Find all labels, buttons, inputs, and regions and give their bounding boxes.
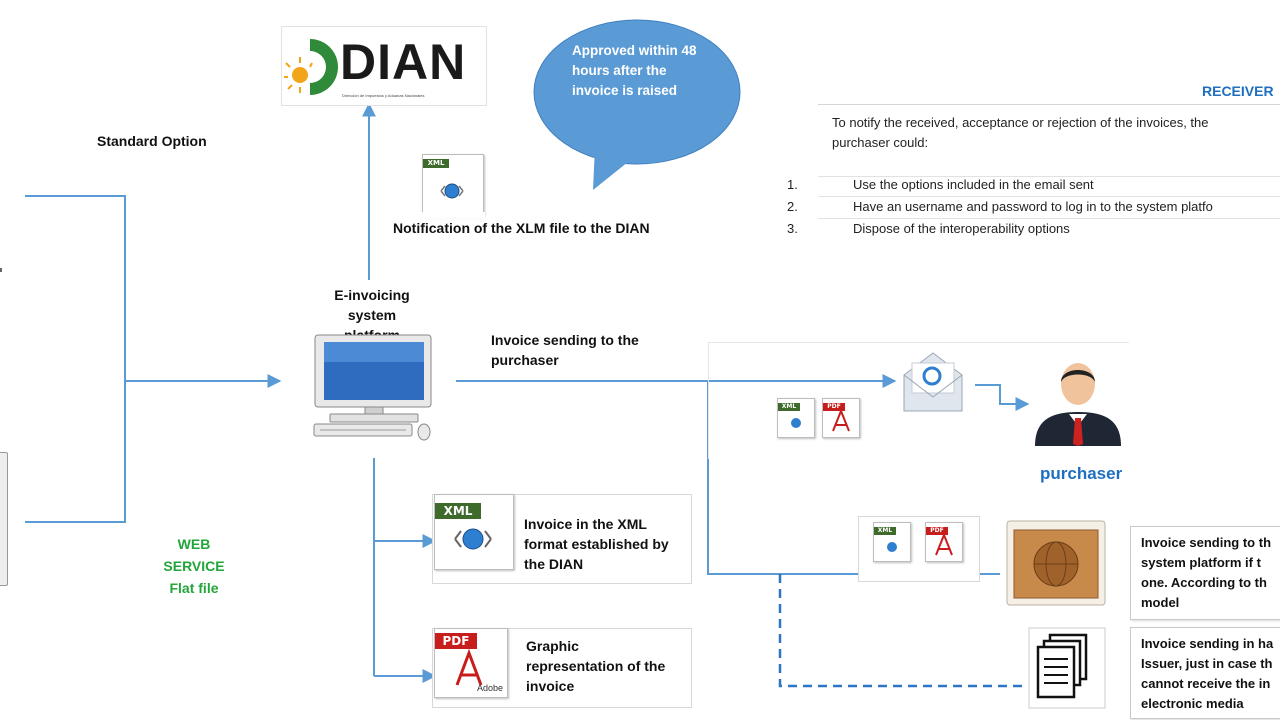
info-box-line: model bbox=[1141, 595, 1180, 610]
pdf-tag: PDF bbox=[926, 527, 948, 535]
purchaser-panel bbox=[708, 342, 1129, 459]
web-service-label: WEB SERVICE Flat file bbox=[146, 533, 242, 599]
option-text: Use the options included in the email se… bbox=[853, 177, 1094, 192]
info-box-line: Invoice sending to th bbox=[1141, 535, 1272, 550]
receiver-divider bbox=[818, 104, 1280, 105]
xml-doc-line: Invoice in the XML bbox=[524, 516, 647, 532]
xml-doc-line: format established by bbox=[524, 536, 669, 552]
web-service-text: WEB SERVICE bbox=[163, 536, 225, 574]
dian-logo: DIAN Dirección de Impuestos y Aduanas Na… bbox=[281, 26, 487, 106]
pdf-doc-line: Graphic bbox=[526, 638, 579, 654]
receiver-intro-line2: purchaser could: bbox=[832, 135, 929, 150]
pdf-file-icon: PDF bbox=[822, 398, 860, 438]
adobe-icon bbox=[832, 408, 850, 432]
dian-sun-icon bbox=[284, 39, 338, 95]
xml-file-icon: XML bbox=[422, 154, 484, 216]
adobe-icon bbox=[455, 648, 483, 686]
flat-file-text: Flat file bbox=[169, 580, 219, 596]
receiver-row-divider bbox=[818, 196, 1280, 197]
info-box-system-platform: Invoice sending to th system platform if… bbox=[1130, 526, 1280, 620]
xml-tag: XML bbox=[778, 403, 800, 411]
left-device-fragment-2 bbox=[0, 268, 2, 272]
bubble-text: Approved within 48 hours after the invoi… bbox=[572, 43, 697, 98]
xml-file-icon: XML bbox=[777, 398, 815, 438]
adobe-icon bbox=[935, 532, 953, 556]
receiver-intro-line1: To notify the received, acceptance or re… bbox=[832, 115, 1209, 130]
receiver-row-divider bbox=[818, 218, 1280, 219]
adobe-text: Adobe bbox=[476, 683, 503, 693]
xml-tag: XML bbox=[423, 159, 449, 168]
left-device-fragment bbox=[0, 452, 8, 586]
info-box-line: Invoice sending in ha bbox=[1141, 636, 1274, 651]
option-number: 1. bbox=[787, 177, 798, 192]
file-icon-mask bbox=[421, 212, 485, 218]
xml-file-icon-large: XML bbox=[434, 494, 514, 570]
xml-globe-icon bbox=[791, 418, 801, 428]
receiver-intro: To notify the received, acceptance or re… bbox=[832, 113, 1280, 153]
info-box-hard-copy: Invoice sending in ha Issuer, just in ca… bbox=[1130, 627, 1280, 719]
info-box-line: system platform if t bbox=[1141, 555, 1261, 570]
pdf-document-label: Graphic representation of the invoice bbox=[526, 636, 665, 696]
xml-globe-icon bbox=[454, 528, 492, 550]
web-browser-globe-icon bbox=[1006, 520, 1106, 606]
pdf-tag: PDF bbox=[435, 633, 477, 649]
email-icon bbox=[903, 352, 963, 412]
approval-speech-bubble bbox=[533, 19, 741, 190]
receiver-row-divider bbox=[818, 176, 1280, 177]
computer-icon bbox=[313, 334, 432, 441]
pdf-tag: PDF bbox=[823, 403, 845, 411]
option-text: Dispose of the interoperability options bbox=[853, 221, 1070, 236]
pdf-file-icon-large: PDF Adobe bbox=[434, 628, 508, 698]
dian-logo-subtitle: Dirección de Impuestos y Aduanas Naciona… bbox=[342, 93, 425, 98]
info-box-line: cannot receive the in bbox=[1141, 676, 1271, 691]
invoice-sending-label: Invoice sending to the purchaser bbox=[491, 332, 639, 368]
xml-document-label: Invoice in the XML format established by… bbox=[524, 514, 669, 574]
pdf-file-icon: PDF bbox=[925, 522, 963, 562]
pdf-doc-line: representation of the bbox=[526, 658, 666, 674]
purchaser-label: purchaser bbox=[1040, 464, 1123, 483]
xml-tag: XML bbox=[435, 503, 481, 519]
pdf-doc-line: invoice bbox=[526, 678, 575, 694]
info-box-line: Issuer, just in case th bbox=[1141, 656, 1273, 671]
notification-label: Notification of the XLM file to the DIAN bbox=[393, 220, 650, 236]
dian-logo-word: DIAN bbox=[340, 34, 467, 90]
option-number: 2. bbox=[787, 199, 798, 214]
xml-tag: XML bbox=[874, 527, 896, 535]
option-text: Have an username and password to log in … bbox=[853, 199, 1213, 214]
xml-doc-line: the DIAN bbox=[524, 556, 584, 572]
xml-file-icon: XML bbox=[873, 522, 911, 562]
xml-globe-icon bbox=[440, 183, 464, 199]
standard-option-label: Standard Option bbox=[97, 133, 207, 149]
option-number: 3. bbox=[787, 221, 798, 236]
xml-globe-icon bbox=[887, 542, 897, 552]
info-box-line: electronic media bbox=[1141, 696, 1244, 711]
info-box-line: one. According to th bbox=[1141, 575, 1267, 590]
document-stack-icon bbox=[1028, 627, 1106, 709]
receiver-title: RECEIVER bbox=[1202, 83, 1274, 99]
purchaser-avatar bbox=[1035, 363, 1121, 446]
